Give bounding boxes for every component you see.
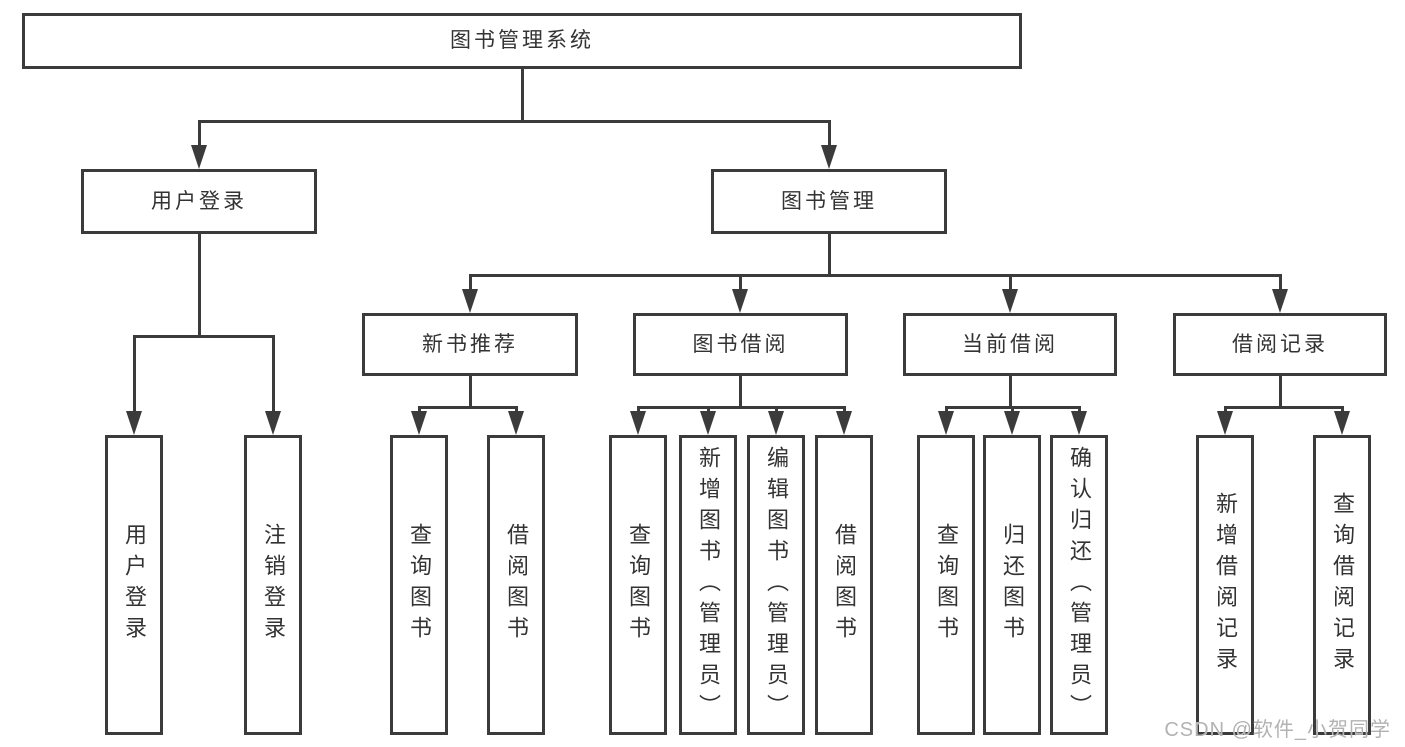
edge-drop-cb-return <box>1010 406 1014 415</box>
csdn-watermark: CSDN @软件_小贺同学 <box>1164 719 1391 741</box>
edge-stem-current-borrow <box>1008 375 1012 406</box>
node-label-book-mgmt: 图书管理 <box>781 189 877 213</box>
node-root: 图书管理系统 <box>22 13 1022 69</box>
arrowhead-icon <box>1070 411 1087 435</box>
edge-bar-user-login <box>132 335 275 338</box>
node-book-mgmt: 图书管理 <box>711 169 947 234</box>
node-label-logout-leaf: 注销登录 <box>261 523 286 647</box>
edge-drop-cb-query <box>944 406 948 415</box>
edge-drop-br-add <box>1223 406 1227 415</box>
node-label-cb-return: 归还图书 <box>1000 523 1025 647</box>
edge-bar-root <box>197 120 831 123</box>
node-label-br-add: 新增借阅记录 <box>1213 492 1238 678</box>
node-label-bb-borrow: 借阅图书 <box>832 523 857 647</box>
node-bb-add: 新增图书（管理员） <box>679 435 737 735</box>
edge-drop-bb-borrow <box>842 406 846 415</box>
node-current-borrow: 当前借阅 <box>903 313 1117 376</box>
edge-drop-bb-add <box>706 406 710 415</box>
edge-drop-br-query <box>1340 406 1344 415</box>
node-label-borrow-record: 借阅记录 <box>1232 332 1328 356</box>
node-label-bb-add: 新增图书（管理员） <box>696 445 721 725</box>
edge-drop-nb-borrow <box>514 406 518 415</box>
edge-drop-new-book-rec <box>468 274 472 293</box>
arrowhead-icon <box>835 411 852 435</box>
node-label-bb-edit: 编辑图书（管理员） <box>764 445 789 725</box>
node-bb-query: 查询图书 <box>609 435 667 735</box>
edge-stem-new-book-rec <box>468 375 472 406</box>
node-label-nb-query: 查询图书 <box>407 523 432 647</box>
node-bb-edit: 编辑图书（管理员） <box>747 435 805 735</box>
node-cb-return: 归还图书 <box>983 435 1041 735</box>
node-label-bb-query: 查询图书 <box>626 523 651 647</box>
node-user-login: 用户登录 <box>81 169 317 234</box>
arrowhead-icon <box>125 411 142 435</box>
node-label-cb-confirm: 确认归还（管理员） <box>1067 445 1092 725</box>
edge-drop-user-login <box>197 120 201 149</box>
arrowhead-icon <box>461 289 478 313</box>
arrowhead-icon <box>1271 289 1288 313</box>
edge-bar-book-mgmt <box>468 274 1282 277</box>
arrowhead-icon <box>699 411 716 435</box>
edge-stem-root <box>520 68 524 120</box>
arrowhead-icon <box>1003 411 1020 435</box>
node-label-new-book-rec: 新书推荐 <box>422 332 518 356</box>
node-cb-confirm: 确认归还（管理员） <box>1050 435 1108 735</box>
edge-drop-login-leaf <box>132 335 136 415</box>
edge-drop-current-borrow <box>1008 274 1012 293</box>
node-login-leaf: 用户登录 <box>105 435 163 735</box>
node-nb-borrow: 借阅图书 <box>487 435 545 735</box>
node-new-book-rec: 新书推荐 <box>362 313 578 376</box>
edge-bar-new-book-rec <box>417 406 518 409</box>
arrowhead-icon <box>410 411 427 435</box>
edge-drop-borrow-record <box>1278 274 1282 293</box>
node-nb-query: 查询图书 <box>390 435 448 735</box>
node-label-current-borrow: 当前借阅 <box>962 332 1058 356</box>
edge-stem-borrow-record <box>1278 375 1282 406</box>
node-label-user-login: 用户登录 <box>151 189 247 213</box>
node-logout-leaf: 注销登录 <box>244 435 302 735</box>
arrowhead-icon <box>937 411 954 435</box>
node-borrow-record: 借阅记录 <box>1173 313 1387 376</box>
node-label-br-query: 查询借阅记录 <box>1330 492 1355 678</box>
edge-drop-cb-confirm <box>1077 406 1081 415</box>
edge-stem-book-mgmt <box>827 233 831 274</box>
arrowhead-icon <box>507 411 524 435</box>
node-label-cb-query: 查询图书 <box>934 523 959 647</box>
edge-drop-book-mgmt <box>827 120 831 149</box>
arrowhead-icon <box>767 411 784 435</box>
node-label-nb-borrow: 借阅图书 <box>504 523 529 647</box>
node-book-borrow: 图书借阅 <box>633 313 848 376</box>
edge-drop-logout-leaf <box>271 335 275 415</box>
arrowhead-icon <box>732 289 748 313</box>
edge-drop-nb-query <box>417 406 421 415</box>
arrowhead-icon <box>1333 411 1350 435</box>
node-label-book-borrow: 图书借阅 <box>692 332 789 356</box>
edge-stem-book-borrow <box>739 375 742 406</box>
arrowhead-icon <box>264 411 281 435</box>
arrowhead-icon <box>629 411 646 435</box>
edge-drop-bb-edit <box>774 406 778 415</box>
node-label-login-leaf: 用户登录 <box>122 523 147 647</box>
node-label-root: 图书管理系统 <box>450 29 594 53</box>
edge-stem-user-login <box>197 233 201 335</box>
edge-bar-borrow-record <box>1223 406 1344 409</box>
arrowhead-icon <box>1216 411 1233 435</box>
edge-drop-bb-query <box>636 406 640 415</box>
arrowhead-icon <box>820 145 837 169</box>
node-br-query: 查询借阅记录 <box>1313 435 1371 735</box>
node-bb-borrow: 借阅图书 <box>815 435 873 735</box>
arrowhead-icon <box>1001 289 1018 313</box>
node-br-add: 新增借阅记录 <box>1196 435 1254 735</box>
node-cb-query: 查询图书 <box>917 435 975 735</box>
edge-drop-book-borrow <box>739 274 742 293</box>
edge-bar-book-borrow <box>636 406 846 409</box>
arrowhead-icon <box>190 145 207 169</box>
